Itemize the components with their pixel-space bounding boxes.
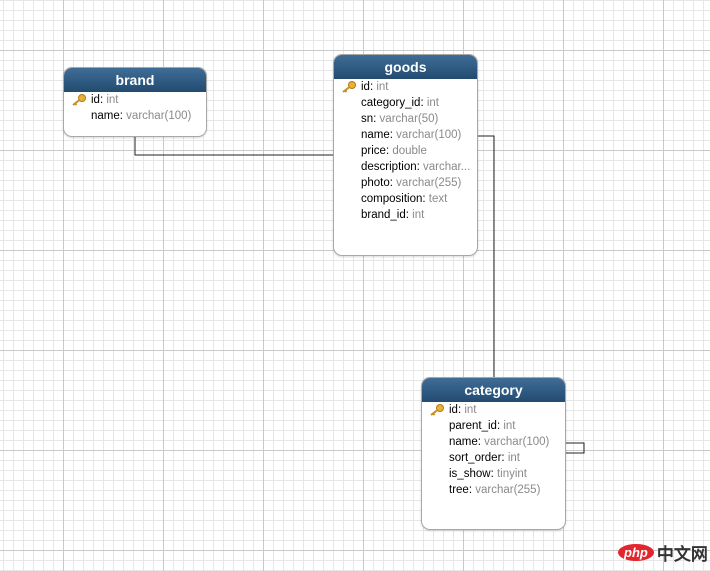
column-type: int	[503, 420, 516, 432]
column-type: text	[428, 193, 448, 205]
column-name: category_id	[361, 97, 421, 109]
table-title: brand	[64, 68, 206, 92]
column-row[interactable]: photo: varchar(255)	[334, 175, 477, 191]
column-row[interactable]: tree: varchar(255)	[422, 482, 565, 498]
column-name: id	[449, 404, 458, 416]
column-type: int	[376, 81, 389, 93]
column-type: int	[106, 94, 119, 106]
column-type: varchar(255)	[396, 177, 462, 189]
column-type: int	[412, 209, 425, 221]
column-name: description	[361, 161, 417, 173]
table-title: goods	[334, 55, 477, 79]
separator: :	[99, 94, 107, 106]
separator: :	[416, 161, 424, 173]
separator: :	[389, 177, 397, 189]
column-row[interactable]: name: varchar(100)	[64, 108, 206, 124]
column-name: id	[361, 81, 370, 93]
column-row[interactable]: composition: text	[334, 191, 477, 207]
separator: :	[385, 145, 393, 157]
separator: :	[468, 484, 476, 496]
column-row[interactable]: category_id: int	[334, 95, 477, 111]
column-name: name	[361, 129, 390, 141]
column-type: int	[464, 404, 477, 416]
column-row[interactable]: name: varchar(100)	[422, 434, 565, 450]
watermark-logo: php 中文网	[618, 540, 708, 565]
column-name: id	[91, 94, 100, 106]
column-name: tree	[449, 484, 469, 496]
column-row[interactable]: brand_id: int	[334, 207, 477, 223]
column-row[interactable]: description: varchar...	[334, 159, 477, 175]
separator: :	[477, 436, 485, 448]
column-name: name	[91, 110, 120, 122]
column-type: tinyint	[496, 468, 527, 480]
column-name: composition	[361, 193, 423, 205]
column-row[interactable]: sn: varchar(50)	[334, 111, 477, 127]
separator: :	[490, 468, 497, 480]
separator: :	[501, 452, 508, 464]
separator: :	[405, 209, 413, 221]
column-row[interactable]: name: varchar(100)	[334, 127, 477, 143]
column-name: name	[449, 436, 478, 448]
separator: :	[389, 129, 397, 141]
column-type: varchar(100)	[396, 129, 462, 141]
separator: :	[457, 404, 465, 416]
category-self-relation	[564, 442, 585, 454]
primary-key-icon	[430, 404, 444, 416]
column-name: sn	[361, 113, 374, 125]
column-row[interactable]: is_show: tinyint	[422, 466, 565, 482]
brand-goods-relation	[134, 135, 333, 156]
column-row[interactable]: sort_order: int	[422, 450, 565, 466]
column-type: varchar(255)	[475, 484, 541, 496]
column-row[interactable]: parent_id: int	[422, 418, 565, 434]
column-name: sort_order	[449, 452, 502, 464]
goods-category-relation	[476, 135, 495, 377]
column-type: varchar(100)	[126, 110, 192, 122]
table-title: category	[422, 378, 565, 402]
column-name: brand_id	[361, 209, 406, 221]
column-name: parent_id	[449, 420, 497, 432]
column-type: varchar(100)	[484, 436, 550, 448]
separator: :	[373, 113, 380, 125]
column-row[interactable]: price: double	[334, 143, 477, 159]
separator: :	[422, 193, 429, 205]
column-type: double	[392, 145, 427, 157]
separator: :	[369, 81, 377, 93]
column-row[interactable]: id: int	[422, 402, 565, 418]
column-name: price	[361, 145, 386, 157]
primary-key-icon	[342, 81, 356, 93]
column-name: photo	[361, 177, 390, 189]
column-row[interactable]: id: int	[64, 92, 206, 108]
column-type: varchar...	[423, 161, 471, 173]
column-type: varchar(50)	[379, 113, 439, 125]
primary-key-icon	[72, 94, 86, 106]
column-type: int	[426, 97, 440, 109]
column-name: is_show	[449, 468, 491, 480]
separator: :	[496, 420, 504, 432]
column-type: int	[507, 452, 520, 464]
separator: :	[420, 97, 427, 109]
column-row[interactable]: id: int	[334, 79, 477, 95]
separator: :	[119, 110, 127, 122]
